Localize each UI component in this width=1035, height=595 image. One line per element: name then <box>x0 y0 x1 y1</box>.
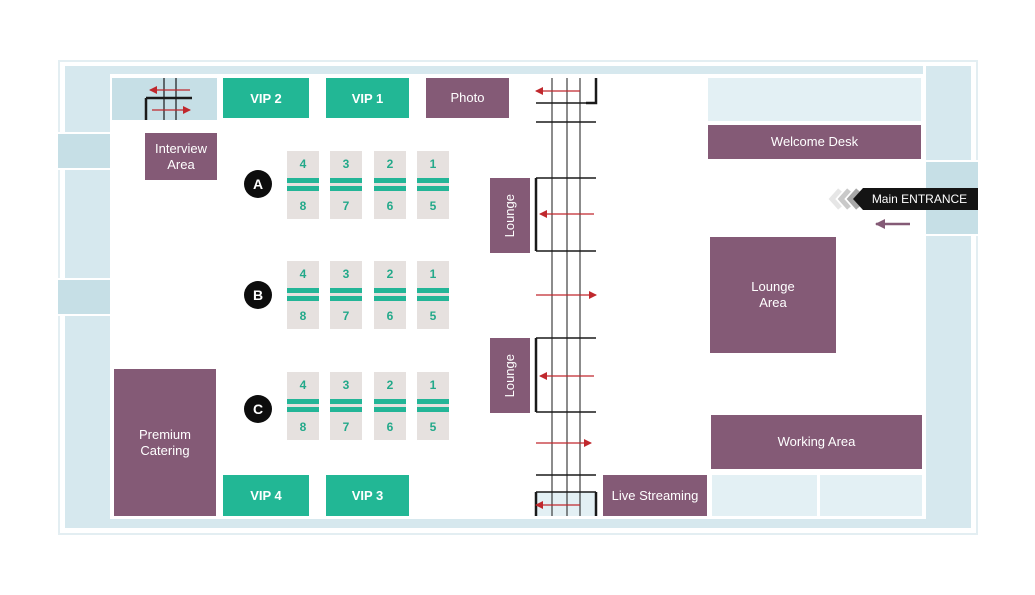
booth-row-c: C 4 3 2 1 8 7 6 5 <box>244 372 454 440</box>
panel-bottom-stair <box>536 492 596 516</box>
booth-b-2: 2 <box>374 261 406 286</box>
lounge-upper: Lounge <box>490 178 530 253</box>
vip-4-room: VIP 4 <box>223 475 309 516</box>
booth-row-a: A 4 3 2 1 8 7 6 5 <box>244 151 454 219</box>
booth-c-5: 5 <box>417 414 449 440</box>
working-area: Working Area <box>711 415 922 469</box>
main-entrance-label: Main ENTRANCE <box>871 192 968 206</box>
walkway-rails <box>551 78 581 516</box>
booth-c-6: 6 <box>374 414 406 440</box>
booth-b-1: 1 <box>417 261 449 286</box>
booth-row-b: B 4 3 2 1 8 7 6 5 <box>244 261 454 329</box>
row-a-label: A <box>244 170 272 198</box>
booth-divider <box>287 286 449 303</box>
booth-c-4: 4 <box>287 372 319 397</box>
lounge-area: Lounge Area <box>710 237 836 353</box>
booth-a-6: 6 <box>374 193 406 219</box>
panel-bottom-right-2 <box>820 475 922 516</box>
walkway-walls <box>534 78 598 516</box>
booth-b-6: 6 <box>374 303 406 329</box>
stairs-top-left-lines <box>144 78 192 120</box>
row-c-label: C <box>244 395 272 423</box>
outer-wall-top <box>65 66 923 74</box>
booth-divider <box>287 397 449 414</box>
photo-room: Photo <box>426 78 509 118</box>
panel-top-right <box>708 78 921 121</box>
premium-catering: Premium Catering <box>114 369 216 516</box>
welcome-desk: Welcome Desk <box>708 125 921 159</box>
booth-divider <box>287 176 449 193</box>
booth-b-5: 5 <box>417 303 449 329</box>
booth-a-3: 3 <box>330 151 362 176</box>
booth-b-4: 4 <box>287 261 319 286</box>
premium-catering-label: Premium Catering <box>138 426 191 458</box>
booth-b-7: 7 <box>330 303 362 329</box>
vip-1-room: VIP 1 <box>326 78 409 118</box>
booth-c-3: 3 <box>330 372 362 397</box>
outer-wall-bottom <box>65 519 971 528</box>
walkway-crossbars <box>536 102 596 493</box>
live-streaming: Live Streaming <box>603 475 707 516</box>
booth-a-7: 7 <box>330 193 362 219</box>
booth-a-8: 8 <box>287 193 319 219</box>
booth-a-1: 1 <box>417 151 449 176</box>
vip-2-room: VIP 2 <box>223 78 309 118</box>
booth-c-8: 8 <box>287 414 319 440</box>
wall-notch-left-2 <box>58 278 110 316</box>
booth-a-5: 5 <box>417 193 449 219</box>
main-entrance-sign: Main ENTRANCE <box>853 188 978 210</box>
entrance-chevrons <box>828 188 860 210</box>
booth-c-1: 1 <box>417 372 449 397</box>
outer-wall-right <box>926 66 971 528</box>
booth-a-2: 2 <box>374 151 406 176</box>
booth-a-4: 4 <box>287 151 319 176</box>
lounge-area-label: Lounge Area <box>751 279 795 310</box>
booth-c-2: 2 <box>374 372 406 397</box>
booth-c-7: 7 <box>330 414 362 440</box>
booth-b-3: 3 <box>330 261 362 286</box>
lounge-lower: Lounge <box>490 338 530 413</box>
interview-area: Interview Area <box>145 133 217 180</box>
panel-bottom-right-1 <box>712 475 817 516</box>
booth-b-8: 8 <box>287 303 319 329</box>
vip-3-room: VIP 3 <box>326 475 409 516</box>
row-b-label: B <box>244 281 272 309</box>
wall-notch-left-1 <box>58 132 110 170</box>
interview-area-label: Interview Area <box>154 140 208 172</box>
